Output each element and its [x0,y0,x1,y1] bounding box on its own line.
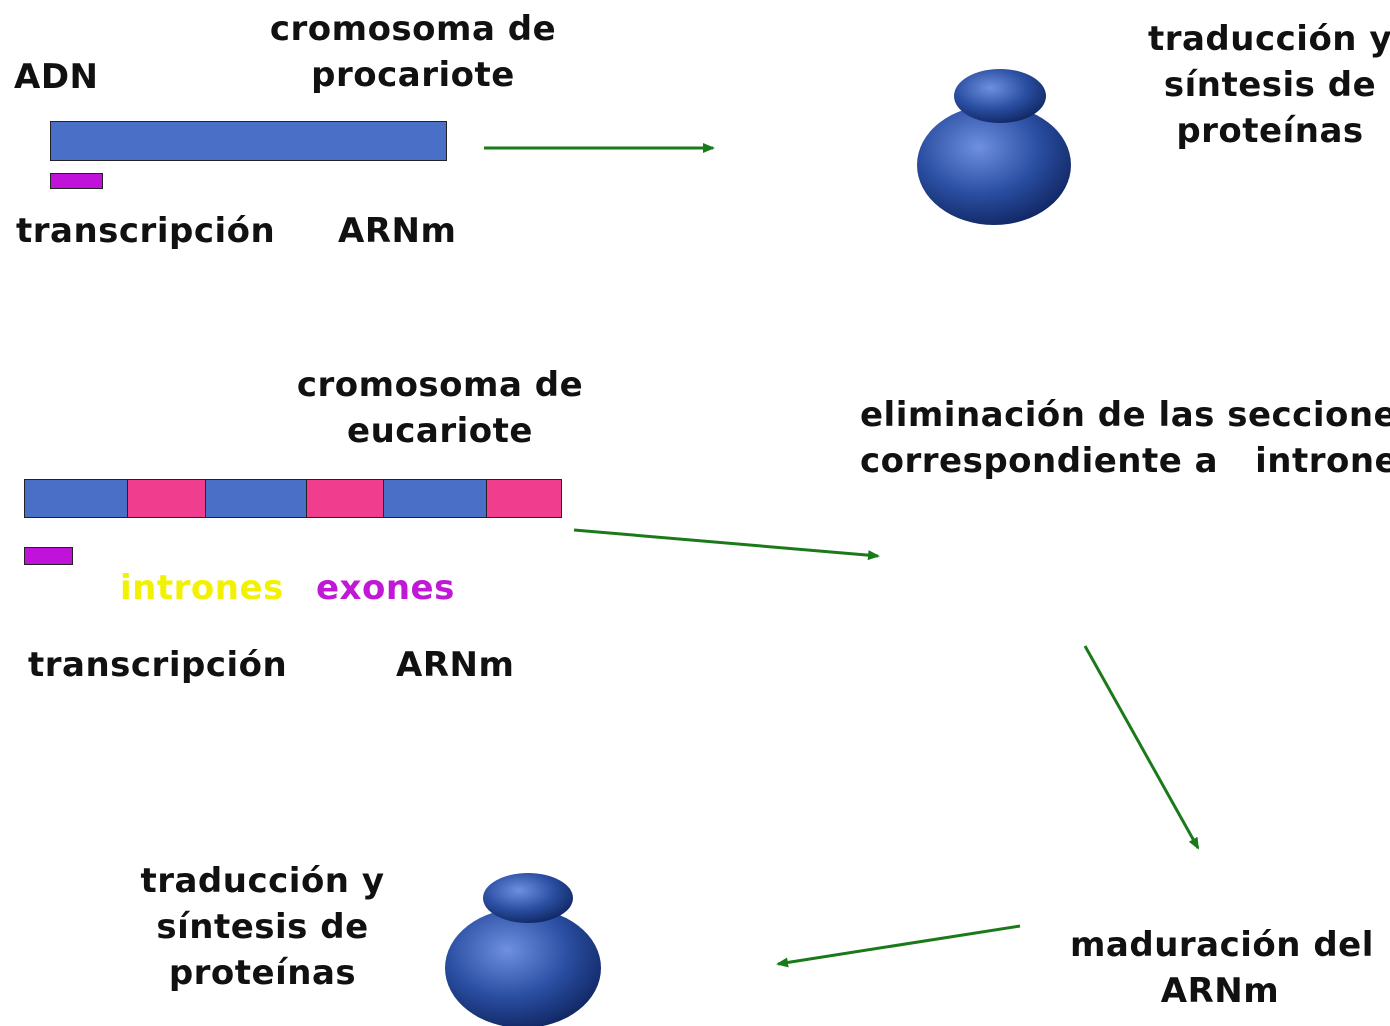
intron-removal-label: eliminación de las secciones correspondi… [860,392,1390,484]
eukaryote-translation-line2: síntesis de [156,907,369,947]
prokaryote-chromosome-line2: procariote [311,55,515,95]
eukaryote-chromosome-line2: eucariote [347,411,533,451]
prokaryote-translation-label: traducción y síntesis de proteínas [1140,16,1390,154]
eukaryote-segment-4 [307,480,384,517]
prokaryote-translation-line3: proteínas [1176,111,1364,151]
eukaryote-transcript-bar [24,547,73,565]
prokaryote-transcript-bar [50,173,103,189]
intron-removal-line2: correspondiente a intrones [860,441,1390,481]
eukaryote-segment-2 [128,480,206,517]
eukaryote-chromosome-label: cromosoma de eucariote [290,362,590,454]
eukaryote-chromosome-line1: cromosoma de [296,365,584,405]
maturation-label: maduración del ARNm [1070,922,1374,1014]
eukaryote-transcription-label: transcripción [28,645,288,685]
eukaryote-segment-3 [206,480,307,517]
ribosome-icon [917,69,1071,225]
prokaryote-transcription-label: transcripción [16,211,276,251]
prokaryote-chromosome-label: cromosoma de procariote [268,6,558,98]
introns-label: intrones [120,568,284,608]
prokaryote-mrna-label: ARNm [338,211,457,251]
arrow-icon [776,924,1021,968]
eukaryote-translation-label: traducción y síntesis de proteínas [130,858,395,996]
eukaryote-translation-line1: traducción y [140,861,385,901]
eukaryote-translation-line3: proteínas [168,953,357,993]
eukaryote-segment-6 [487,480,561,517]
prokaryote-translation-line2: síntesis de [1163,65,1377,105]
arrow-icon [573,528,880,561]
exons-label: exones [316,568,455,608]
maturation-line1: maduración del [1070,925,1374,965]
prokaryote-translation-line1: traducción y [1147,19,1390,59]
eukaryote-dna-bar [24,479,562,518]
eukaryote-segment-1 [25,480,128,517]
arrow-icon [1083,645,1200,850]
prokaryote-chromosome-line1: cromosoma de [269,9,557,49]
dna-label: ADN [14,57,99,97]
prokaryote-dna-bar [50,121,447,161]
eukaryote-mrna-label: ARNm [396,645,515,685]
ribosome-icon [445,873,601,1026]
intron-removal-line1: eliminación de las secciones [860,395,1390,435]
eukaryote-segment-5 [384,480,487,517]
maturation-line2: ARNm [1160,971,1280,1011]
